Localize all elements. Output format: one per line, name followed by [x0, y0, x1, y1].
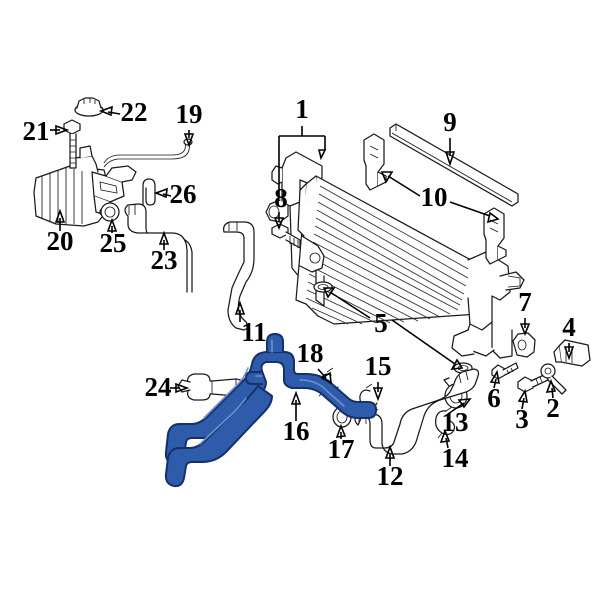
- insulator-grommet-group: [512, 332, 536, 358]
- mounting-screw-group: [491, 362, 519, 380]
- seal-grommet-25-group: [100, 202, 120, 222]
- callout-number-25: 25: [100, 228, 127, 258]
- callout-number-14: 14: [442, 443, 469, 473]
- callout-number-7: 7: [518, 287, 532, 317]
- insulator-bracket-group: [553, 339, 591, 367]
- coolant-reservoir-group: [33, 145, 137, 227]
- callout-number-18: 18: [297, 338, 324, 368]
- callout-number-2: 2: [546, 393, 560, 423]
- callout-number-4: 4: [562, 312, 576, 342]
- radiator-bracket-left-group: [363, 133, 387, 191]
- callout-number-26: 26: [170, 179, 197, 209]
- radiator-assembly-group: [265, 151, 525, 359]
- callout-number-11: 11: [241, 317, 267, 347]
- callout-number-9: 9: [443, 107, 457, 137]
- callout-labels: 1 2 3 4 5 6 7 8 9 10 11 12 13 14 15 16 1…: [23, 94, 576, 491]
- reservoir-cap-group: [74, 97, 104, 117]
- callout-number-21: 21: [23, 116, 50, 146]
- bracket-rod-group: [540, 363, 567, 395]
- callout-number-3: 3: [515, 404, 529, 434]
- callout-number-8: 8: [274, 183, 288, 213]
- callout-number-5: 5: [374, 308, 388, 338]
- leader-lines: [50, 105, 575, 466]
- overflow-tube-group: [103, 138, 193, 168]
- callout-number-1: 1: [295, 94, 309, 124]
- radiator-coolant-hose-highlighted: [164, 333, 377, 488]
- hose-clamp-14-group: [435, 406, 456, 439]
- o-ring-seal-top-group: [313, 281, 333, 293]
- callout-number-6: 6: [487, 383, 501, 413]
- radiator-mount-bolt-group: [271, 223, 301, 249]
- lower-radiator-hose-group: [354, 368, 480, 455]
- callout-number-22: 22: [121, 97, 148, 127]
- callout-number-15: 15: [365, 351, 392, 381]
- callout-number-24: 24: [145, 372, 172, 402]
- upper-air-deflector-group: [389, 123, 519, 207]
- callout-number-17: 17: [328, 434, 355, 464]
- callout-number-16: 16: [283, 416, 310, 446]
- retainer-clip-26-group: [142, 178, 156, 207]
- upper-radiator-hose-group: [223, 221, 255, 331]
- callout-number-20: 20: [47, 226, 74, 256]
- callout-number-13: 13: [442, 407, 469, 437]
- callout-number-19: 19: [176, 99, 203, 129]
- reservoir-bolt-group: [63, 119, 81, 169]
- callout-number-10: 10: [421, 182, 448, 212]
- callout-number-23: 23: [151, 245, 178, 275]
- callout-number-12: 12: [377, 461, 404, 491]
- coolant-hose-23-group: [124, 203, 193, 293]
